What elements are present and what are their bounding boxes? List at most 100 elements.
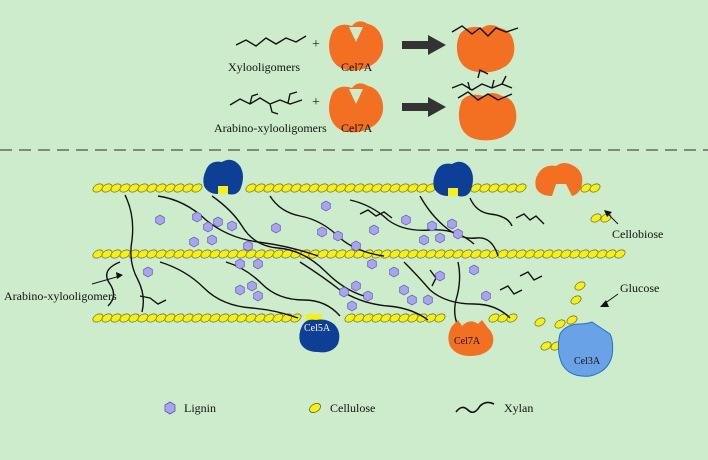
lignin-hexagon: [321, 200, 331, 212]
cellulose-bead: [335, 183, 347, 193]
cellulose-bead: [578, 249, 590, 259]
cellulose-bead: [398, 313, 410, 323]
cellulose-bead: [317, 183, 329, 193]
cellulose-bead: [227, 313, 239, 323]
lignin-hexagon: [207, 234, 217, 246]
cellulose-bead: [236, 249, 248, 259]
cellulose-bead: [137, 183, 149, 193]
cellulose-bead: [191, 313, 203, 323]
glucose-arrowhead: [600, 300, 609, 307]
cellulose-bead: [425, 313, 437, 323]
cellulose-bead: [263, 183, 275, 193]
cellulose-bead: [299, 183, 311, 193]
cellulose-bead: [488, 183, 500, 193]
cellobiose-arrowhead: [604, 210, 612, 217]
cellulose-bead: [506, 183, 518, 193]
cellulose-bead: [407, 249, 419, 259]
lignin-hexagon: [369, 224, 379, 236]
cellulose-bead: [344, 183, 356, 193]
cellulose-bead: [218, 313, 230, 323]
lignin-hexagon: [253, 290, 263, 302]
cellulose-bead: [540, 341, 552, 351]
cellulose-bead: [362, 313, 374, 323]
cellulose-bead: [272, 249, 284, 259]
cellulose-bead: [164, 249, 176, 259]
cellulose-bead: [119, 183, 131, 193]
arabino-pointer: [91, 275, 121, 285]
lignin-hexagon: [243, 240, 253, 252]
legend-xylan-label: Xylan: [504, 401, 533, 415]
cellulose-bead: [614, 249, 626, 259]
lignin-hexagon-icon: [164, 401, 176, 415]
arabino-xylooligomers-label-top: Arabino-xylooligomers: [214, 121, 327, 135]
lignin-hexagon: [155, 214, 165, 226]
xylan-strand: [225, 261, 341, 317]
cellulose-bead: [335, 249, 347, 259]
xylan-strand: [139, 295, 167, 305]
lignin-hexagon: [339, 286, 349, 298]
cellulose-bead: [155, 313, 167, 323]
arrow-icon: [402, 97, 446, 117]
cellulose-bead: [110, 249, 122, 259]
cellulose-bead: [380, 313, 392, 323]
xylooligomer-chain: [235, 35, 307, 47]
arabino-xylooligomer-chain: [229, 91, 303, 115]
cellulose-bead: [570, 295, 582, 305]
lignin-hexagon: [363, 290, 373, 302]
xylan-strand: [211, 195, 365, 297]
cellulose-bead: [524, 249, 536, 259]
cel7a-enzyme-icon: [329, 21, 384, 71]
lignin-hexagon: [347, 300, 357, 312]
cellobiose-label: Cellobiose: [612, 227, 663, 241]
cellulose-bead: [389, 183, 401, 193]
cellulose-bead: [497, 249, 509, 259]
cellulose-bead: [506, 313, 518, 323]
xylan-strand: [299, 261, 429, 321]
cel7a-with-arabinoxylan-icon: [458, 93, 517, 141]
cellulose-bead: [254, 183, 266, 193]
xylan-strand: [359, 209, 393, 219]
cellulose-bead: [155, 249, 167, 259]
cellulose-bead: [182, 313, 194, 323]
cellulose-bead: [605, 249, 617, 259]
cel5a-enzyme-icon: [299, 319, 340, 353]
xylan-strand: [157, 195, 319, 257]
xylan-wave-icon: [455, 401, 495, 414]
xylooligomers-label: Xylooligomers: [228, 60, 300, 74]
xylan-network: [106, 194, 545, 331]
lignin-hexagon: [333, 230, 343, 242]
xylan-strand: [453, 261, 461, 331]
cellulose-bead: [263, 249, 275, 259]
cellulose-bead: [479, 183, 491, 193]
cellulose-bead: [371, 183, 383, 193]
cellulose-bead: [566, 315, 578, 325]
cellulose-bead: [589, 183, 601, 193]
cellulose-bead: [164, 313, 176, 323]
cellulose-bead: [470, 183, 482, 193]
cellulose-bead: [551, 249, 563, 259]
cellulose-bead: [317, 249, 329, 259]
cellulose-bead: [164, 183, 176, 193]
cellulose-bead: [119, 249, 131, 259]
cellulose-bead: [533, 249, 545, 259]
lignin-hexagon: [247, 280, 257, 292]
cellulose-bead: [155, 183, 167, 193]
bound-arabinoxylan-chain: [457, 91, 513, 101]
reaction-row-1: Xylooligomers + Cel7A: [228, 21, 519, 74]
cellulose-bead: [281, 183, 293, 193]
lignin-hexagon: [143, 266, 153, 278]
cellulose-bead: [92, 249, 104, 259]
cellulose-bead: [182, 183, 194, 193]
lignin-hexagon: [351, 280, 361, 292]
cellulose-bead: [479, 249, 491, 259]
cellulose-bead: [434, 313, 446, 323]
cellulose-bead: [92, 183, 104, 193]
cellulose-bead: [137, 249, 149, 259]
cellulose-bead: [407, 183, 419, 193]
cellulose-bead: [173, 183, 185, 193]
cellulose-bead: [542, 249, 554, 259]
lignin-particles: [143, 200, 491, 312]
cellulose-bead: [245, 183, 257, 193]
cel3a-label: Cel3A: [574, 356, 601, 367]
